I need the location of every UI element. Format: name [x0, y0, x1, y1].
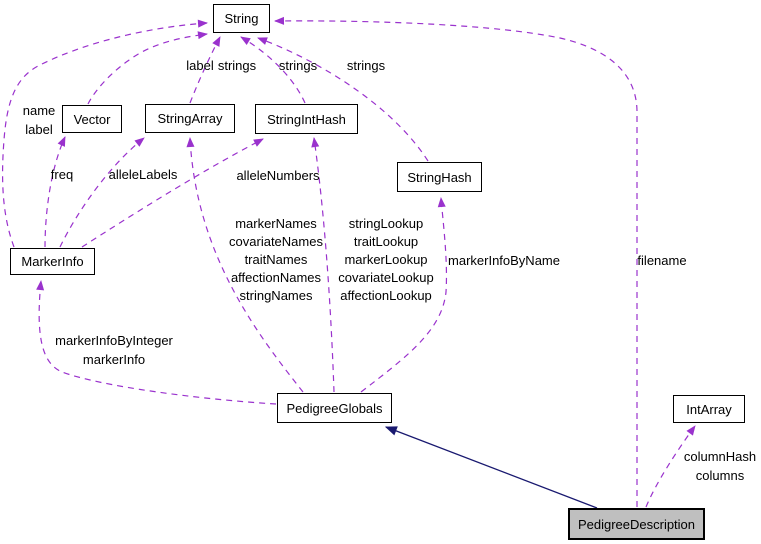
edge-label-strings-1: strings	[217, 58, 257, 73]
edge-label-line: markerInfoByInteger	[55, 333, 173, 348]
edge-label-line: affectionNames	[230, 270, 322, 285]
edge-label-allelenumbers: alleleNumbers	[236, 168, 320, 183]
edge-label-line: label	[25, 122, 53, 137]
edge-label-allelelabels: alleleLabels	[108, 167, 178, 182]
edge-label-label: label	[186, 58, 214, 73]
edge-label-line: name	[22, 103, 56, 118]
edge-markerinfo-to-vector-freq	[44, 136, 66, 248]
edge-label-freq: freq	[50, 167, 74, 182]
edge-label-name-label: name label	[23, 101, 56, 139]
node-stringarray[interactable]: StringArray	[145, 104, 235, 133]
edge-label-line: stringNames	[239, 288, 313, 303]
edge-label-line: markerInfo	[82, 352, 146, 367]
node-markerinfo[interactable]: MarkerInfo	[10, 248, 95, 275]
edge-label-line: affectionLookup	[340, 288, 432, 303]
edge-pedigreedescription-inherits-pedigreeglobals	[384, 426, 598, 509]
node-stringhash[interactable]: StringHash	[397, 162, 482, 192]
edge-stringhash-to-string	[257, 37, 429, 162]
edge-markerinfo-to-stringinthash-allelenumbers	[81, 138, 264, 248]
edge-stringinthash-to-string	[240, 36, 306, 104]
edge-label-line: columnHash	[683, 449, 757, 464]
node-string[interactable]: String	[213, 4, 270, 33]
edge-label-filename: filename	[637, 253, 687, 268]
edge-label-lookup-stack: stringLookup traitLookup markerLookup co…	[338, 215, 433, 305]
edge-label-line: covariateLookup	[338, 270, 434, 285]
edge-label-line: columns	[695, 468, 745, 483]
edge-stringarray-to-string	[189, 36, 221, 104]
edge-vector-to-string	[87, 31, 208, 105]
edge-label-column-stack: columnHash columns	[684, 447, 756, 485]
edge-markerinfo-to-string	[1, 19, 208, 248]
edge-pedigreeglobals-to-stringarray-names	[186, 137, 304, 393]
edge-pedigreedescription-to-string-filename	[274, 16, 638, 507]
node-stringinthash[interactable]: StringIntHash	[255, 104, 358, 134]
edge-markerinfo-to-stringarray-allelelabels	[59, 137, 145, 248]
edge-label-line: markerLookup	[344, 252, 428, 267]
edge-label-strings-3: strings	[346, 58, 386, 73]
edge-pedigreedescription-to-intarray-columns	[645, 425, 696, 508]
node-intarray[interactable]: IntArray	[673, 395, 745, 423]
edge-label-line: stringLookup	[348, 216, 424, 231]
edge-label-line: markerNames	[235, 216, 317, 231]
edge-pedigreeglobals-to-markerinfo	[36, 280, 277, 405]
edge-label-strings-2: strings	[278, 58, 318, 73]
node-vector[interactable]: Vector	[62, 105, 122, 133]
edge-label-line: covariateNames	[229, 234, 323, 249]
node-pedigreeglobals[interactable]: PedigreeGlobals	[277, 393, 392, 423]
edge-label-names-stack: markerNames covariateNames traitNames af…	[229, 215, 323, 305]
edge-label-line: traitLookup	[353, 234, 419, 249]
edge-pedigreeglobals-to-stringinthash-lookups	[311, 137, 335, 393]
node-pedigreedescription: PedigreeDescription	[568, 508, 705, 540]
edge-label-line: traitNames	[244, 252, 308, 267]
edge-pedigreeglobals-to-stringhash-markerinfobyname	[360, 197, 448, 393]
edge-label-markerinfobyname: markerInfoByName	[448, 253, 560, 268]
edge-label-markerinfo-stack: markerInfoByInteger markerInfo	[55, 331, 173, 369]
